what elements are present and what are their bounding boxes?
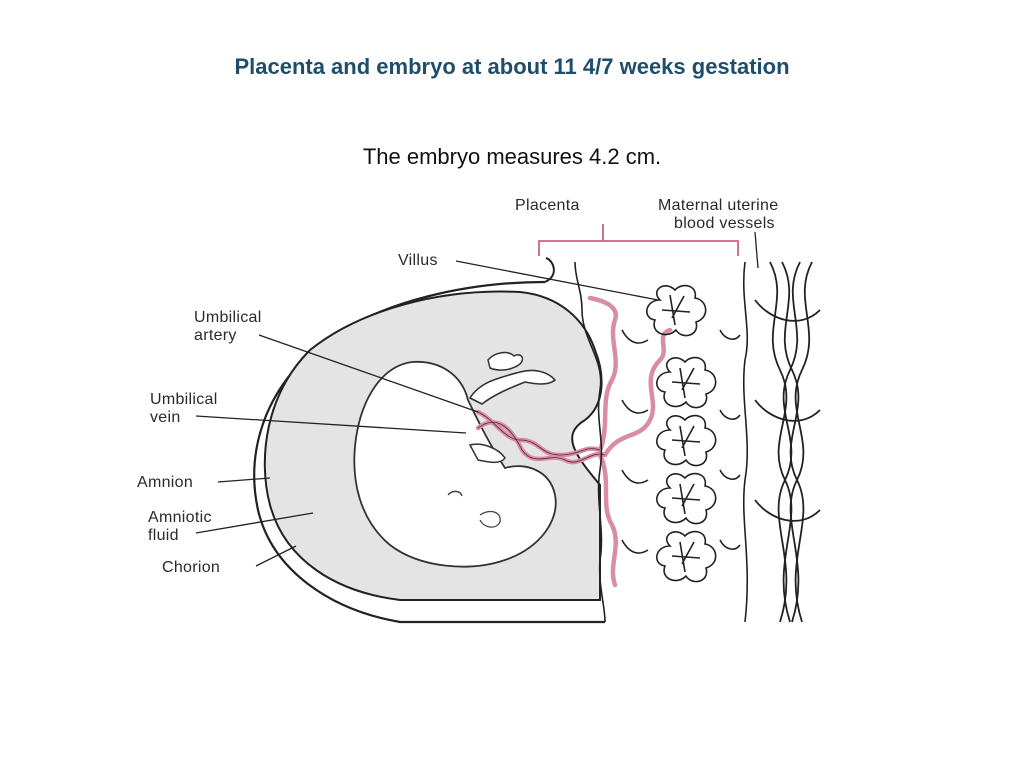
chorion-top-fold [544, 257, 555, 283]
amnion-leader [217, 477, 271, 483]
label-umbilical-artery-1: Umbilical [194, 309, 262, 326]
embryo-leg [468, 443, 506, 464]
villus-cluster-2 [656, 356, 717, 409]
label-maternal-vessels-1: Maternal uterine [658, 197, 778, 214]
label-umbilical-artery-2: artery [194, 327, 237, 344]
villus-cluster-5 [656, 530, 717, 583]
slide-title: Placenta and embryo at about 11 4/7 week… [234, 54, 790, 79]
villus-leader [455, 260, 659, 301]
umbilical-cord-outline [477, 411, 606, 463]
villus-cluster-4 [656, 472, 717, 525]
chorion-membrane [253, 280, 605, 624]
placenta-villi [574, 261, 749, 623]
embryo-arm [468, 369, 557, 405]
chorion-leader [255, 545, 297, 567]
embryo-body [353, 361, 557, 568]
villus-cluster-3 [656, 414, 717, 467]
embryo-eye [447, 490, 463, 497]
label-placenta: Placenta [515, 197, 580, 214]
label-amniotic-fluid-2: fluid [148, 527, 179, 544]
umbilical-artery-leader [258, 334, 479, 413]
label-amniotic-fluid-1: Amniotic [148, 509, 212, 526]
placenta-basal-edge [574, 261, 606, 623]
placenta-bracket [538, 224, 739, 256]
amniotic-fluid-leader [195, 512, 314, 534]
maternal-vessels-leader [754, 231, 759, 269]
label-leaders [195, 260, 659, 567]
umbilical-vein-leader [195, 415, 467, 434]
label-chorion: Chorion [162, 559, 220, 576]
label-maternal-vessels-2: blood vessels [674, 215, 775, 232]
label-umbilical-vein-1: Umbilical [150, 391, 218, 408]
embryo-hand [487, 351, 524, 371]
slide-subtitle: The embryo measures 4.2 cm. [362, 144, 662, 169]
villus-cluster-1 [646, 284, 707, 337]
label-villus: Villus [398, 252, 438, 269]
embryo [353, 351, 557, 568]
embryo-ear [479, 510, 501, 528]
maternal-blood-vessels [754, 261, 821, 623]
label-amnion: Amnion [137, 474, 193, 491]
label-umbilical-vein-2: vein [150, 409, 181, 426]
